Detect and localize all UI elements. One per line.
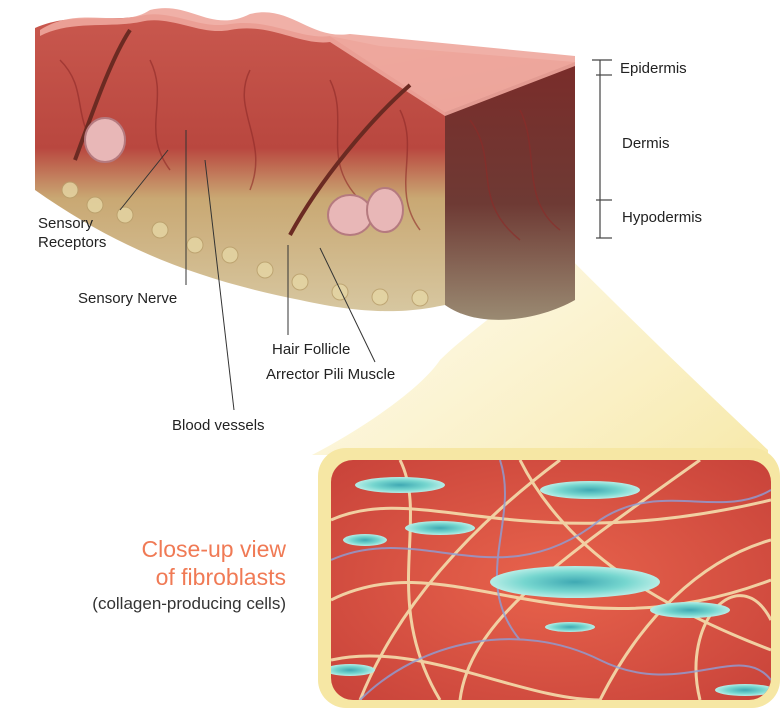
callout-line3: (collagen-producing cells)	[92, 591, 286, 617]
callout-line2: of fibroblasts	[92, 563, 286, 591]
sensory-receptors-label-line1: Sensory	[38, 215, 93, 233]
arrector-pili-label: Arrector Pili Muscle	[266, 366, 395, 384]
fibroblast-inset	[318, 448, 780, 708]
callout-line1: Close-up view	[92, 535, 286, 563]
sensory-receptors-label-line2: Receptors	[38, 234, 106, 252]
dermis-label: Dermis	[622, 135, 670, 153]
sensory-nerve-label: Sensory Nerve	[78, 290, 177, 308]
fibroblast-callout: Close-up view of fibroblasts (collagen-p…	[92, 535, 286, 617]
blood-vessels-label: Blood vessels	[172, 417, 265, 435]
hypodermis-label: Hypodermis	[622, 209, 702, 227]
epidermis-label: Epidermis	[620, 60, 687, 78]
layer-bracket	[592, 60, 612, 238]
hair-follicle-label: Hair Follicle	[272, 341, 350, 359]
